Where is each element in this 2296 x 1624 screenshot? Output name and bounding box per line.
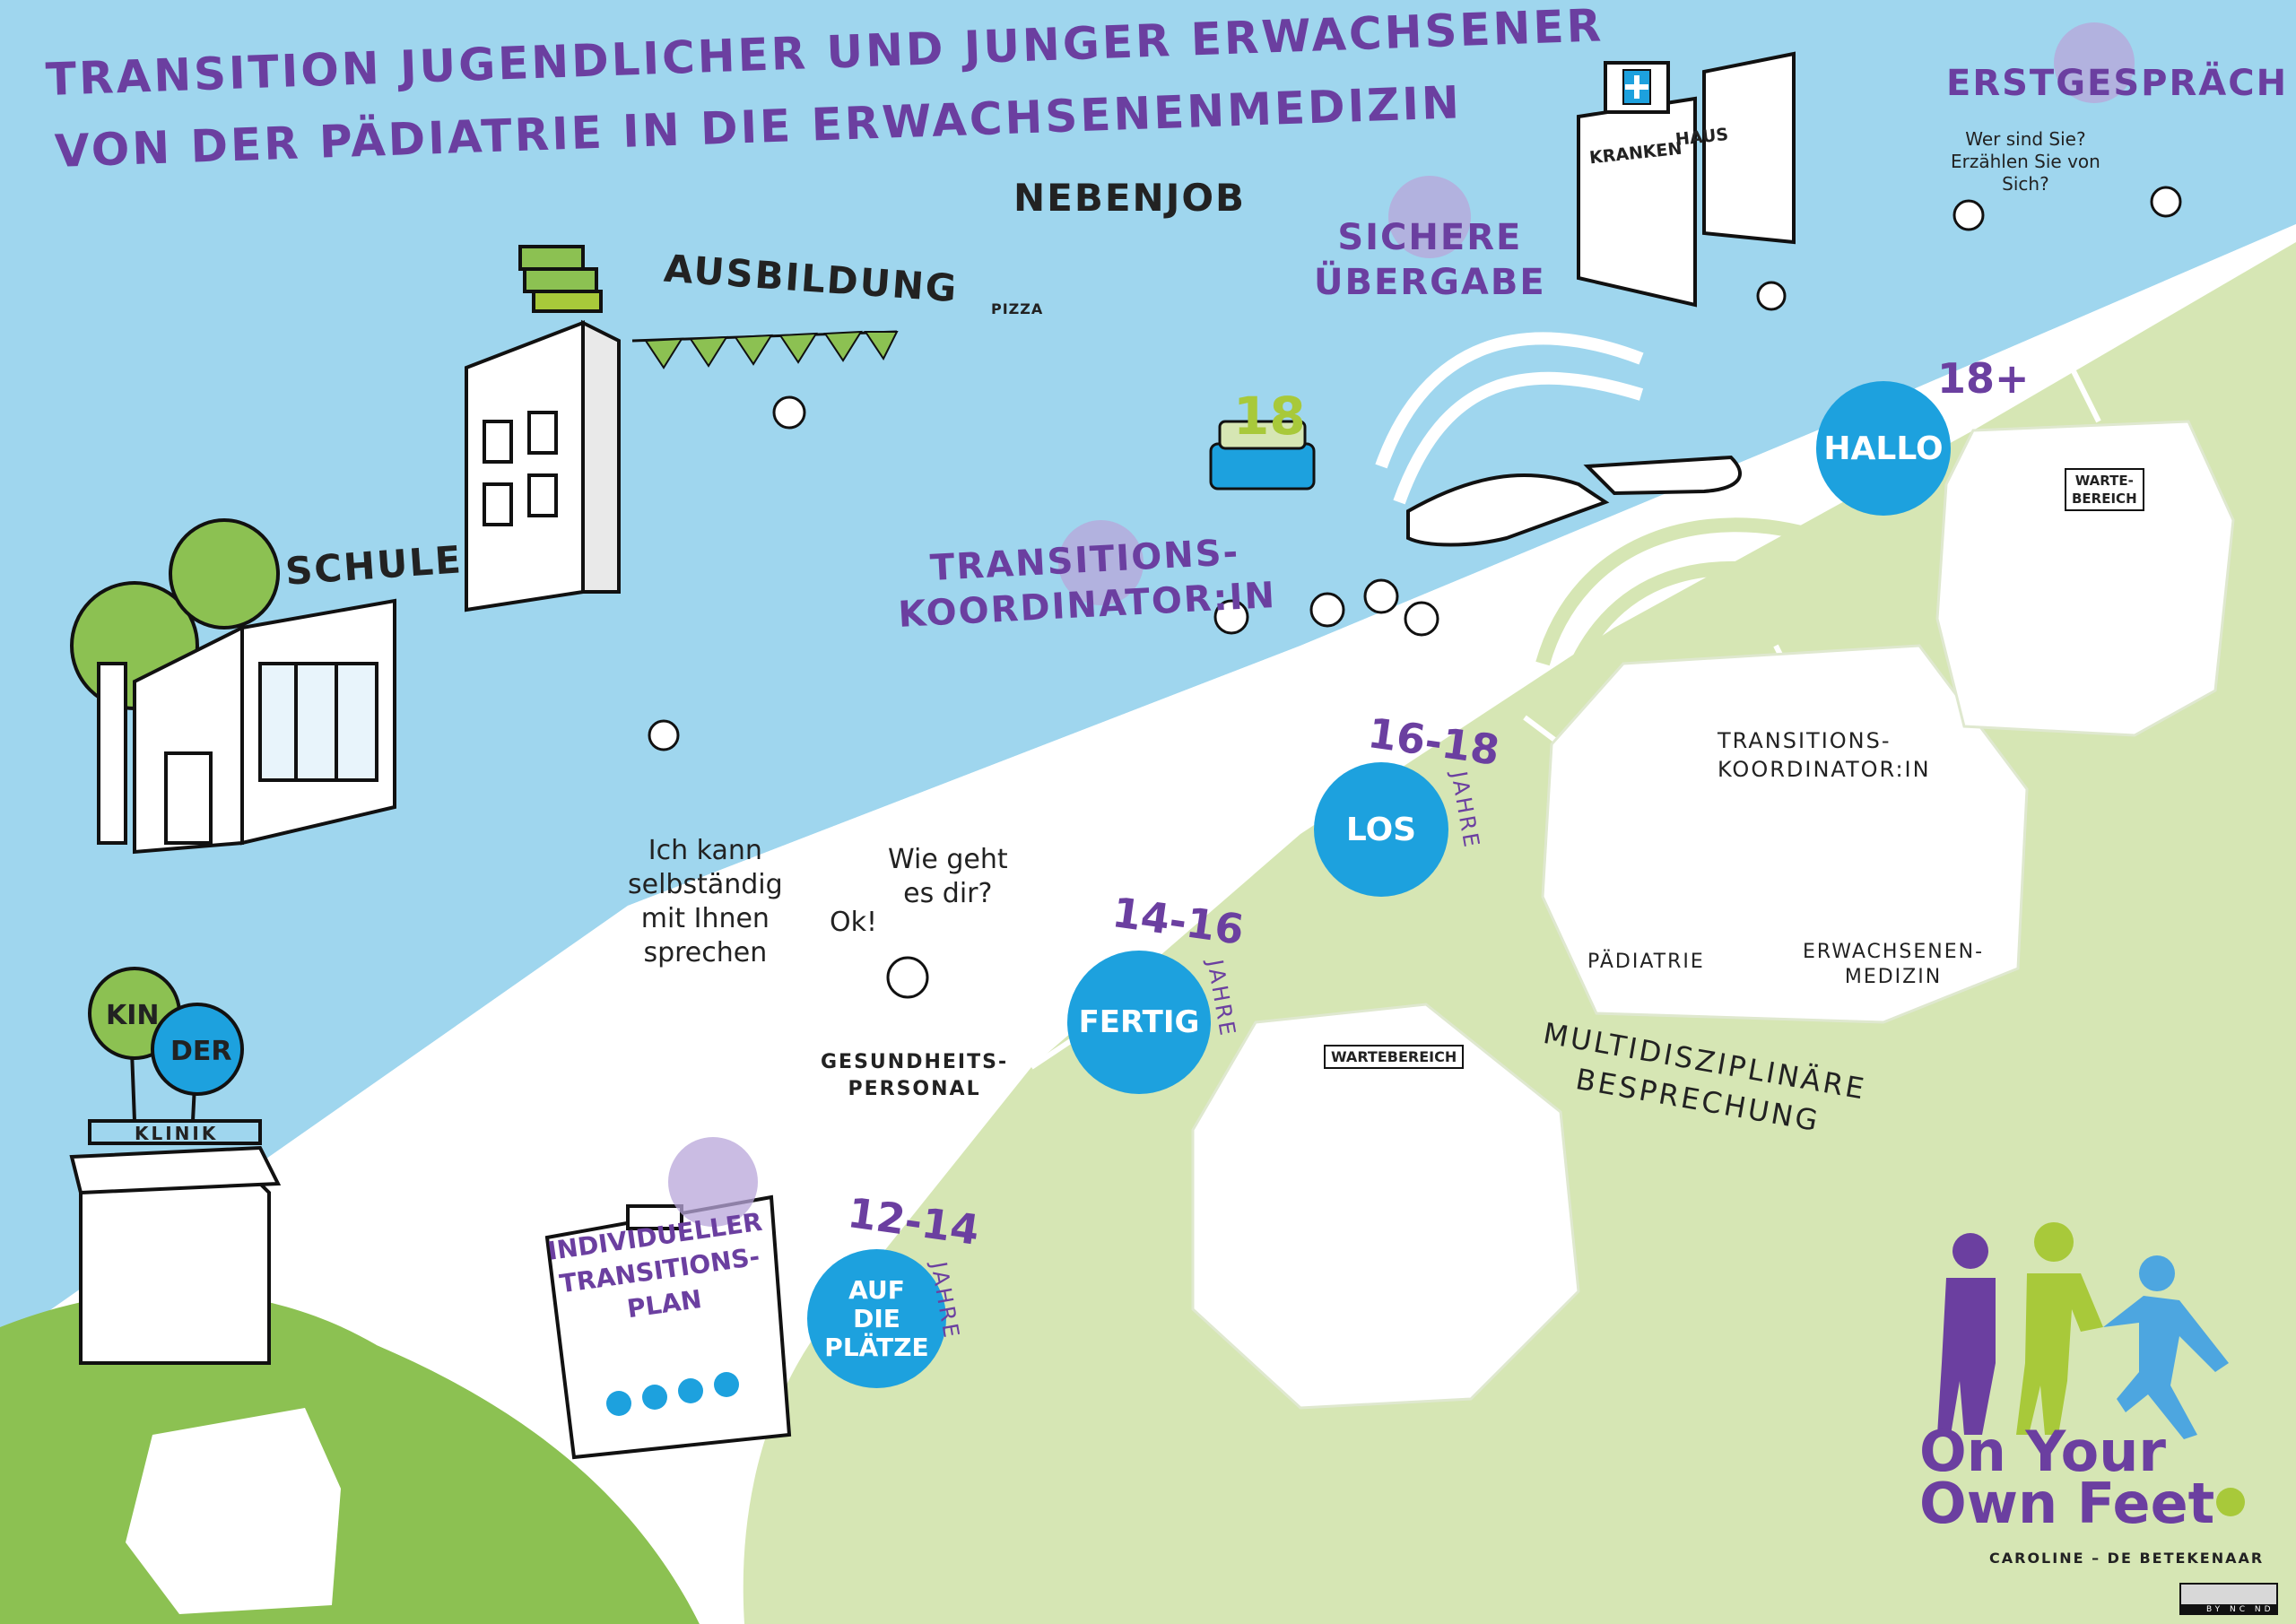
handover-hands: [1406, 455, 1742, 547]
light-green-land: [736, 224, 2296, 1624]
decor-dot: [2054, 22, 2135, 103]
people-figures: [648, 186, 2182, 999]
hospital-building: [1577, 51, 1796, 308]
stage-fertig: FERTIG: [1067, 951, 1211, 1094]
clinic-building: [69, 967, 282, 1365]
balloon-label-der: DER: [170, 1036, 232, 1067]
callout-erstgespraech: ERSTGESPRÄCH: [1946, 63, 2289, 104]
stage-hallo: HALLO: [1816, 381, 1951, 516]
label-klinik: KLINIK: [135, 1123, 219, 1144]
meeting-title: TRANSITIONS- KOORDINATOR:IN: [1718, 728, 1931, 782]
stage-los: LOS: [1314, 762, 1448, 897]
school-building: [70, 518, 396, 855]
bridge-lower: [1535, 517, 1823, 711]
training-building: [465, 245, 899, 612]
label-gesundheitspersonal: GESUNDHEITS- PERSONAL: [821, 1051, 1009, 1100]
birthday-cake: [1209, 420, 1316, 491]
cc-license-text: BY NC ND: [2206, 1605, 2274, 1614]
speech-selbststaendig: Ich kann selbständig mit Ihnen sprechen: [628, 835, 783, 968]
cake-number: 18: [1233, 386, 1306, 447]
cc-license-badge: [2179, 1583, 2278, 1615]
stage-auf-die-plaetze: AUF DIE PLÄTZE: [807, 1249, 946, 1388]
callout-sichere-uebergabe: SICHERE ÜBERGABE: [1314, 217, 1546, 303]
decor-dot: [668, 1137, 758, 1227]
speech-wer-sind-sie: Wer sind Sie? Erzählen Sie von Sich?: [1951, 128, 2100, 195]
label-nebenjob: NEBENJOB: [1013, 176, 1247, 220]
bridge-upper: [1375, 332, 1644, 505]
speech-wie-geht: Wie geht es dir?: [888, 844, 1008, 909]
brand-line1: On Your: [1919, 1419, 2166, 1484]
transition-plan-clipboard: [544, 1194, 792, 1460]
balloon-label-kin: KIN: [106, 1000, 160, 1031]
decor-dot: [1058, 520, 1144, 605]
waiting-room-hex: [1191, 1003, 1580, 1410]
stage-age-18-plus: 18+: [1937, 354, 2030, 403]
adult-waiting-hex: [1935, 420, 2235, 737]
stage-label: LOS: [1345, 811, 1417, 848]
sign-warte-bereich: WARTE- BEREICH: [2065, 468, 2144, 511]
stage-label: AUF DIE PLÄTZE: [824, 1274, 929, 1362]
stage-label: HALLO: [1823, 430, 1944, 467]
stage-label: FERTIG: [1078, 1004, 1200, 1040]
brand-credit: CAROLINE – DE BETEKENAAR: [1989, 1550, 2265, 1567]
label-erwachsenenmedizin: ERWACHSENEN- MEDIZIN: [1803, 941, 1985, 988]
sign-wartebereich: WARTEBEREICH: [1324, 1045, 1465, 1069]
speech-ok: Ok!: [830, 907, 878, 938]
label-pizza: PIZZA: [991, 300, 1044, 317]
family-hex: [126, 1408, 341, 1614]
label-paediatrie: PÄDIATRIE: [1587, 951, 1705, 973]
decor-dot: [1388, 176, 1471, 258]
logo-figures: [1937, 1222, 2245, 1516]
brand-line2: Own Feet: [1919, 1471, 2215, 1536]
